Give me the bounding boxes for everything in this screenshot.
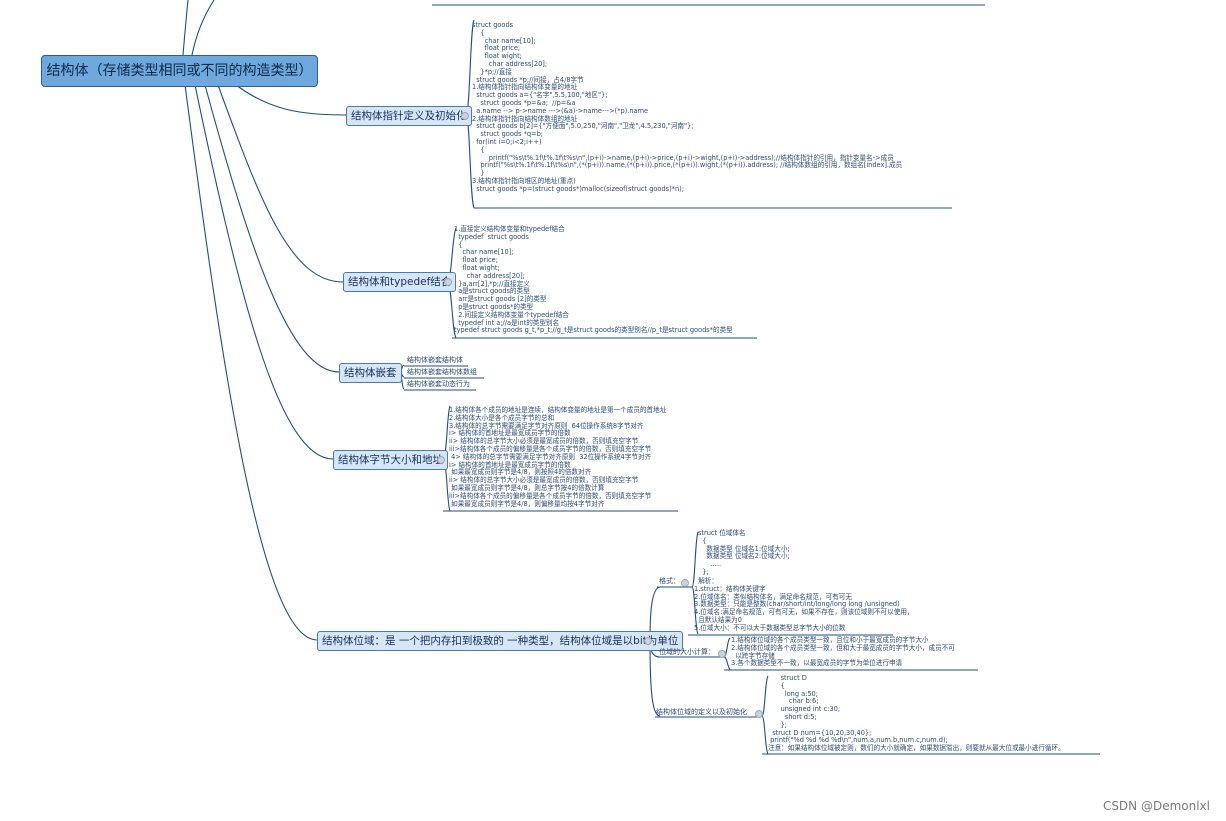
watermark: CSDN @Demonlxl (1102, 799, 1210, 813)
note-bitfield-struct: struct 位域体名 { 数据类型 位域名1:位域大小; 数据类型 位域名2:… (698, 529, 790, 576)
branch-struct-pointer[interactable]: 结构体指针定义及初始化 (346, 106, 472, 126)
branch-struct-typedef[interactable]: 结构体和typedef结合 (343, 272, 457, 292)
nesting-item[interactable]: 结构体嵌套结构体数组 (407, 368, 477, 376)
note-bitfield-init: struct D { long a:50; char b:6; unsigned… (768, 674, 1065, 753)
note-struct-pointer: struct goods { char name[10]; float pric… (472, 21, 903, 193)
branch-struct-size[interactable]: 结构体字节大小和地址 (333, 450, 448, 470)
bitfield-size-label[interactable]: 位域的大小计算： (659, 648, 715, 656)
note-struct-size: 1.结构体各个成员的地址是连续，结构体变量的地址是第一个成员的首地址 2.结构体… (449, 406, 667, 508)
branch-struct-nesting[interactable]: 结构体嵌套 (339, 363, 402, 383)
nesting-item[interactable]: 结构体嵌套结构体 (407, 356, 463, 364)
collapse-toggle-icon[interactable] (437, 456, 445, 464)
branch-struct-bitfield[interactable]: 结构体位域：是 一个把内存扣到极致的 一种类型，结构体位域是以bit为单位 (317, 631, 684, 651)
collapse-toggle-icon[interactable] (644, 637, 652, 645)
nesting-item[interactable]: 结构体嵌套动态行为 (407, 380, 470, 388)
collapse-toggle-icon[interactable] (718, 650, 726, 658)
collapse-toggle-icon[interactable] (755, 710, 763, 718)
root-node[interactable]: 结构体（存储类型相同或不同的构造类型） (41, 55, 318, 87)
collapse-toggle-icon[interactable] (681, 579, 689, 587)
bitfield-init-label[interactable]: 结构体位域的定义以及初始化 (656, 708, 747, 716)
collapse-toggle-icon[interactable] (444, 278, 452, 286)
collapse-toggle-icon[interactable] (461, 112, 469, 120)
note-bitfield-size: 1.结构体位域的各个成员类型一致，且位和小于最宽成员的字节大小 2.结构体位域的… (731, 636, 955, 668)
note-struct-typedef: 1.直接定义结构体变量和typedef结合 typedef struct goo… (454, 225, 733, 335)
bitfield-format-label[interactable]: 格式： (659, 577, 680, 585)
note-bitfield-explain: 解析： 1.struct：结构体关键字 2.位域体名：类似结构体名，满足命名规范… (694, 577, 914, 632)
